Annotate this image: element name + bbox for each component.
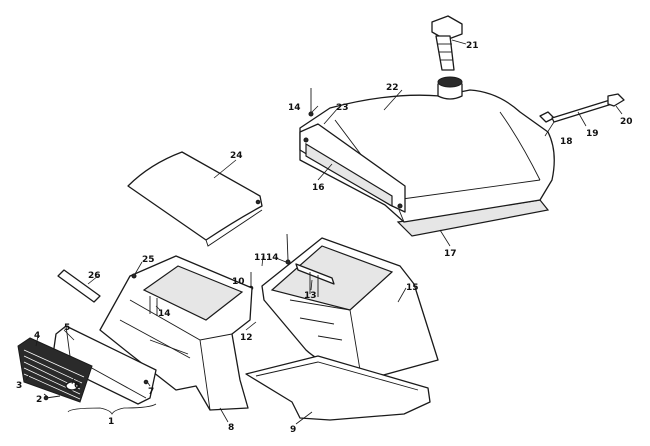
- callout-2: 2: [36, 395, 42, 405]
- dash-console: [99, 255, 253, 411]
- callout-14-tank: 14: [288, 103, 301, 113]
- callout-17: 17: [444, 249, 457, 259]
- callout-22: 22: [386, 83, 399, 93]
- callout-14-dash: 14: [158, 309, 171, 319]
- floor-mat: [245, 355, 431, 421]
- leader-lines: [25, 39, 623, 425]
- callout-19: 19: [586, 129, 599, 139]
- tank-strap: [299, 123, 406, 213]
- callout-8: 8: [228, 423, 234, 433]
- fuel-cap: [431, 15, 463, 71]
- callout-7: 7: [148, 387, 154, 397]
- retainer-bracket: [295, 263, 335, 297]
- callout-21: 21: [466, 41, 479, 51]
- callout-9: 9: [290, 425, 296, 435]
- tank-screw: [308, 88, 314, 117]
- callout-26: 26: [88, 271, 101, 281]
- callout-20: 20: [620, 117, 633, 127]
- bulb-and-screws: [43, 379, 149, 401]
- callout-24: 24: [230, 151, 243, 161]
- kit-bracket: [67, 403, 157, 415]
- callout-23: 23: [336, 103, 349, 113]
- callout-5: 5: [64, 323, 70, 333]
- callout-4: 4: [34, 331, 40, 341]
- callouts: 1 2 3 4 5 6 7 8 9 10 11 12 13 14 14 14 1…: [16, 41, 633, 435]
- callout-14-housing: 14: [266, 253, 279, 263]
- callout-15: 15: [406, 283, 419, 293]
- fuel-line: [539, 93, 625, 123]
- callout-11: 11: [254, 253, 267, 263]
- trim-strip: [57, 269, 101, 303]
- callout-12: 12: [240, 333, 253, 343]
- console-lid: [127, 151, 263, 247]
- callout-16: 16: [312, 183, 325, 193]
- callout-18: 18: [560, 137, 573, 147]
- callout-6: 6: [74, 381, 80, 391]
- callout-1: 1: [108, 417, 114, 427]
- callout-3: 3: [16, 381, 22, 391]
- callout-10: 10: [232, 277, 245, 287]
- callout-13: 13: [304, 291, 317, 301]
- callout-25: 25: [142, 255, 155, 265]
